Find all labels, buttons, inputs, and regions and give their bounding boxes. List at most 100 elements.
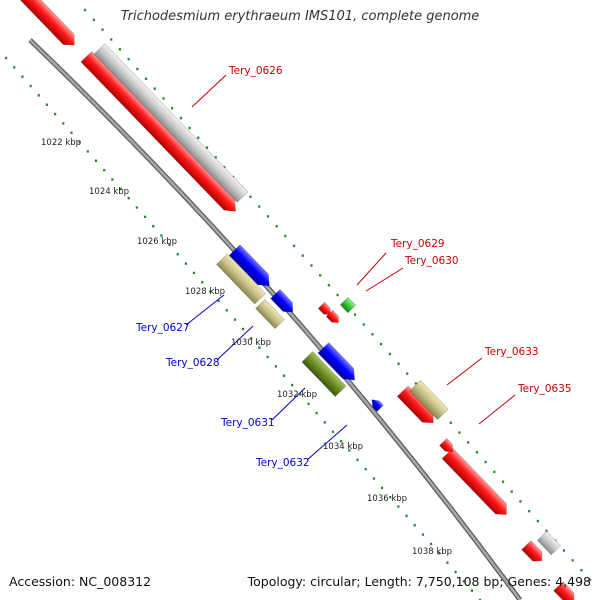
tick-dot [162, 97, 165, 100]
kbp-label-1036: 1036 kbp [367, 494, 407, 504]
tick-dot [362, 323, 365, 326]
kbp-label-1034: 1034 kbp [323, 442, 363, 452]
kbp-label-1026: 1026 kbp [137, 237, 177, 247]
gene-tery-0627-blue [228, 244, 270, 287]
gene-label-tery-0633[interactable]: Tery_0633 [484, 346, 539, 358]
leader-tery-0629 [356, 252, 387, 286]
tick-dot [84, 8, 87, 12]
tick-dot [258, 346, 261, 349]
gene-tery-0627-khaki-shape [216, 253, 266, 305]
leader-tery-0628 [216, 325, 254, 361]
gene-tery-0631-blue [317, 342, 355, 381]
kbp-label-1022: 1022 kbp [41, 138, 81, 148]
tick-dot [413, 524, 416, 527]
tick-dot [307, 402, 310, 405]
tick-dot [405, 514, 408, 518]
gene-red-small-shape [439, 438, 454, 453]
gene-label-tery-0631[interactable]: Tery_0631 [220, 417, 275, 429]
tick-dot [192, 271, 196, 275]
gene-tery-0632-blue-shape [371, 399, 384, 412]
tick-dot [449, 421, 452, 424]
tick-dot [348, 449, 351, 452]
tick-dot [266, 215, 270, 218]
tick-dot [545, 529, 548, 533]
gene-red-0635-shape [441, 447, 507, 515]
tick-dot [179, 116, 182, 120]
gene-tery-0626-grey [93, 43, 249, 203]
tick-dot [168, 243, 171, 247]
leader-tery-0631 [271, 387, 306, 421]
gene-label-tery-0632[interactable]: Tery_0632 [255, 457, 310, 469]
tick-dot [94, 159, 98, 162]
tick-dot [479, 598, 482, 600]
gene-label-tery-0635[interactable]: Tery_0635 [517, 383, 572, 395]
tick-dot [197, 136, 200, 139]
tick-dot [217, 299, 220, 303]
tick-dot [475, 451, 479, 454]
tick-dot [571, 559, 574, 562]
tick-dot [282, 374, 286, 377]
gene-red-top [19, 0, 75, 46]
tick-dot [127, 57, 130, 61]
genome-title: Trichodesmium erythraeum IMS101, complet… [120, 9, 480, 24]
gene-tery-0633-khaki-shape [409, 379, 449, 421]
tick-dot [110, 38, 113, 41]
tick-dot [589, 578, 592, 582]
tick-dot [462, 580, 465, 583]
gene-tery-0628-khaki [255, 298, 285, 330]
tick-dot [250, 337, 253, 340]
tick-dot [421, 533, 424, 536]
tick-dot [336, 293, 339, 297]
tick-dot [274, 365, 277, 368]
gene-tery-0629-green [339, 296, 357, 314]
gene-red-bottom-shape [521, 540, 543, 562]
tick-dot [389, 496, 392, 499]
gene-label-tery-0628[interactable]: Tery_0628 [165, 357, 220, 369]
gene-tery-0628-blue [270, 289, 293, 313]
outer-tick-ring [84, 8, 592, 582]
tick-dot [225, 309, 228, 312]
tick-dot [201, 281, 204, 284]
tick-dot [111, 178, 114, 181]
tick-dot [340, 439, 343, 443]
tick-dot [62, 122, 65, 125]
tick-dot [13, 66, 16, 69]
leader-tery-0632 [306, 424, 348, 461]
tick-dot [310, 264, 313, 267]
gene-red-small [439, 438, 454, 453]
tick-dot [291, 383, 294, 387]
gene-tery-0633-khaki [409, 379, 449, 421]
gene-label-tery-0629[interactable]: Tery_0629 [390, 238, 445, 250]
genome-summary-text: Topology: circular; Length: 7,750,108 bp… [247, 574, 591, 589]
tick-dot [319, 274, 322, 277]
tick-dot [29, 84, 32, 88]
gene-label-tery-0626[interactable]: Tery_0626 [228, 65, 283, 77]
gene-tery-0630-red-shape [325, 309, 339, 323]
gene-label-tery-0627[interactable]: Tery_0627 [135, 322, 190, 334]
tick-dot [249, 195, 252, 198]
leader-tery-0630 [365, 267, 404, 292]
tick-dot [188, 126, 191, 130]
gene-tery-0631-olive [301, 351, 347, 397]
tick-dot [86, 150, 89, 153]
tick-dot [242, 327, 245, 331]
tick-dot [292, 244, 296, 248]
gene-tery-0628-blue-shape [270, 289, 293, 313]
tick-dot [493, 470, 496, 474]
gene-red-corner-shape [553, 581, 575, 600]
tick-dot [119, 187, 122, 191]
tick-dot [327, 283, 330, 287]
tick-dot [144, 77, 148, 80]
gene-tery-0627-khaki [216, 253, 266, 305]
tick-dot [414, 382, 418, 385]
tick-dot [380, 342, 383, 346]
tick-dot [136, 67, 139, 71]
gene-tery-0629-green-shape [339, 296, 357, 314]
tick-dot [580, 568, 583, 572]
gene-label-tery-0630[interactable]: Tery_0630 [404, 255, 459, 267]
tick-dot [438, 552, 441, 555]
tick-dot [536, 519, 539, 523]
tick-dot [454, 570, 457, 574]
tick-dot [160, 234, 163, 237]
tick-dot [101, 28, 104, 31]
